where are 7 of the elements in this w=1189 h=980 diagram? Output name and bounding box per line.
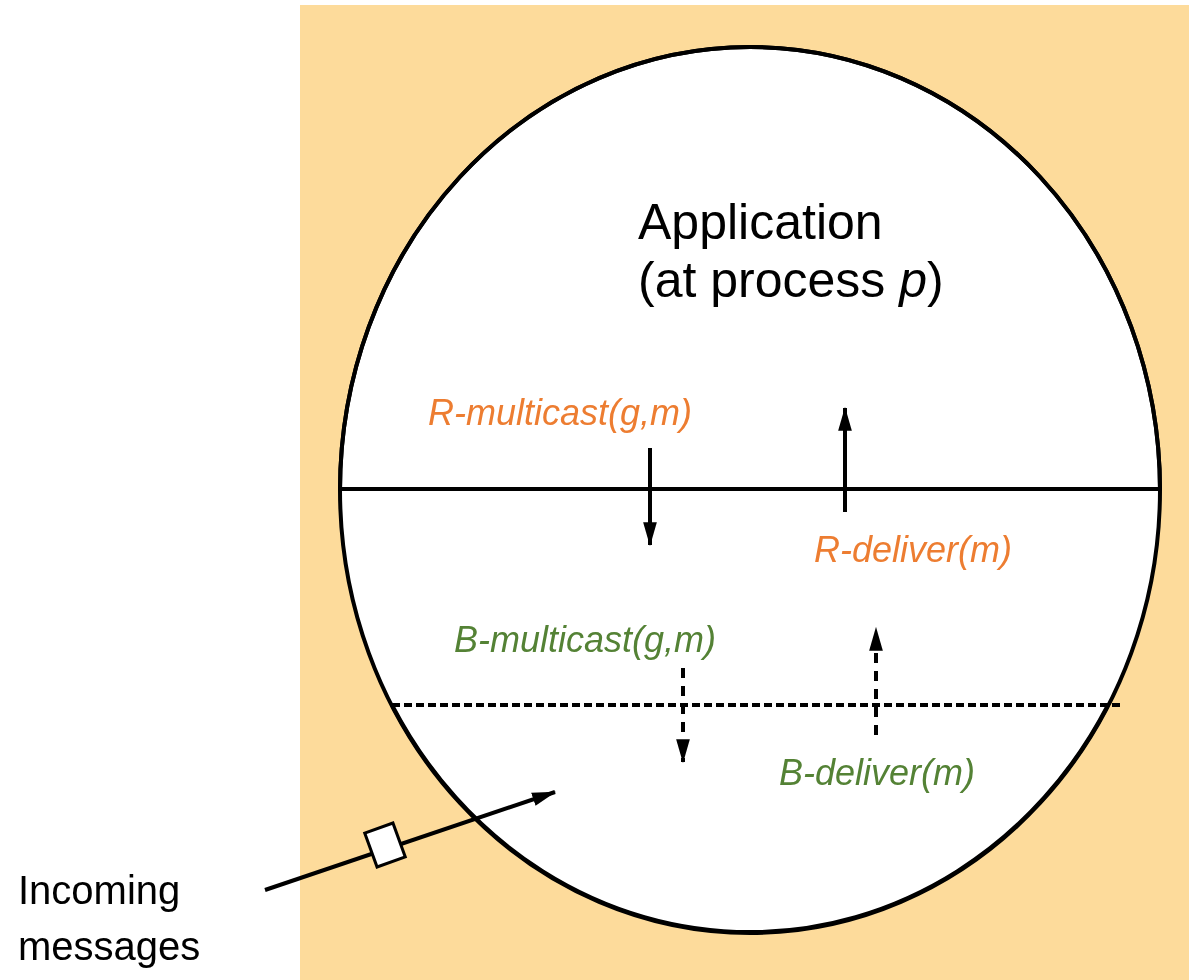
arrow: [676, 668, 690, 764]
arrow: [869, 626, 883, 735]
node-label: Application (at process p): [638, 193, 945, 309]
arrow: [264, 790, 557, 892]
arrow: [643, 448, 657, 547]
arrow: [838, 406, 852, 512]
node-label: Incoming messages: [18, 867, 202, 970]
